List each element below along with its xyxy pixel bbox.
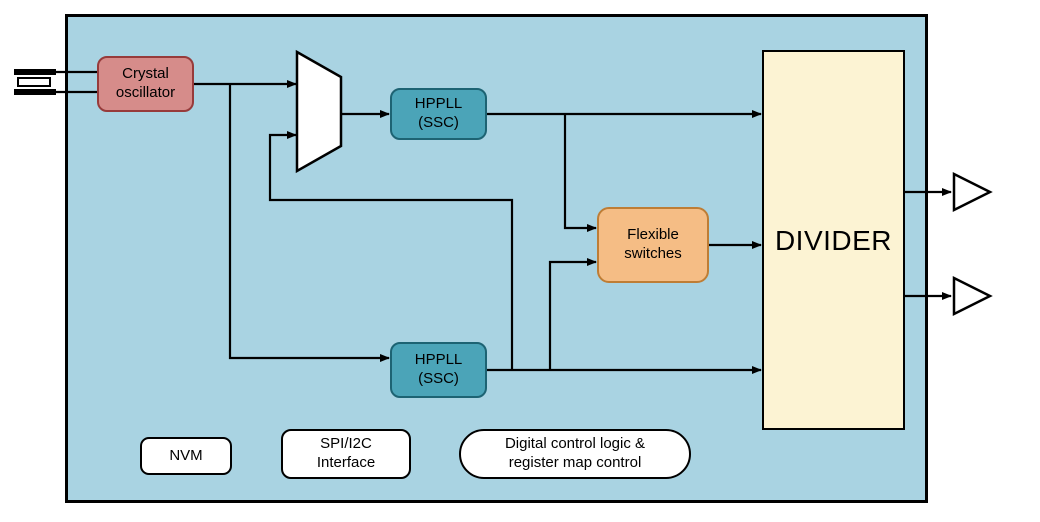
crystal-icon <box>14 69 56 95</box>
hppll-top-block: HPPLL (SSC) <box>390 88 487 140</box>
flexible-switches-block: Flexible switches <box>597 207 709 283</box>
hppll-bottom-block: HPPLL (SSC) <box>390 342 487 398</box>
hppll-top-label: HPPLL (SSC) <box>414 95 463 131</box>
digital-control-label: Digital control logic & register map con… <box>504 435 646 471</box>
wire-xtal-to-hppll2 <box>228 84 390 362</box>
digital-control-block: Digital control logic & register map con… <box>459 429 691 479</box>
crystal-oscillator-label: Crystal oscillator <box>115 65 176 101</box>
mux-shape <box>295 49 343 174</box>
spi-i2c-interface-block: SPI/I2C Interface <box>281 429 411 479</box>
hppll-bottom-label: HPPLL (SSC) <box>414 351 463 387</box>
wire-hppll2-feedback-to-mux <box>268 131 514 370</box>
flexible-switches-label: Flexible switches <box>624 226 682 262</box>
divider-label: DIVIDER <box>774 224 893 256</box>
nvm-label: NVM <box>169 446 203 464</box>
output-buffer-1-icon <box>952 171 993 213</box>
wire-hppll1-to-switches <box>563 114 597 232</box>
nvm-block: NVM <box>140 437 232 475</box>
crystal-oscillator-block: Crystal oscillator <box>97 56 194 112</box>
output-buffer-2-icon <box>952 275 993 317</box>
spi-i2c-interface-label: SPI/I2C Interface <box>316 435 376 471</box>
divider-block: DIVIDER <box>762 50 905 430</box>
wire-hppll2-to-switches <box>548 258 597 370</box>
